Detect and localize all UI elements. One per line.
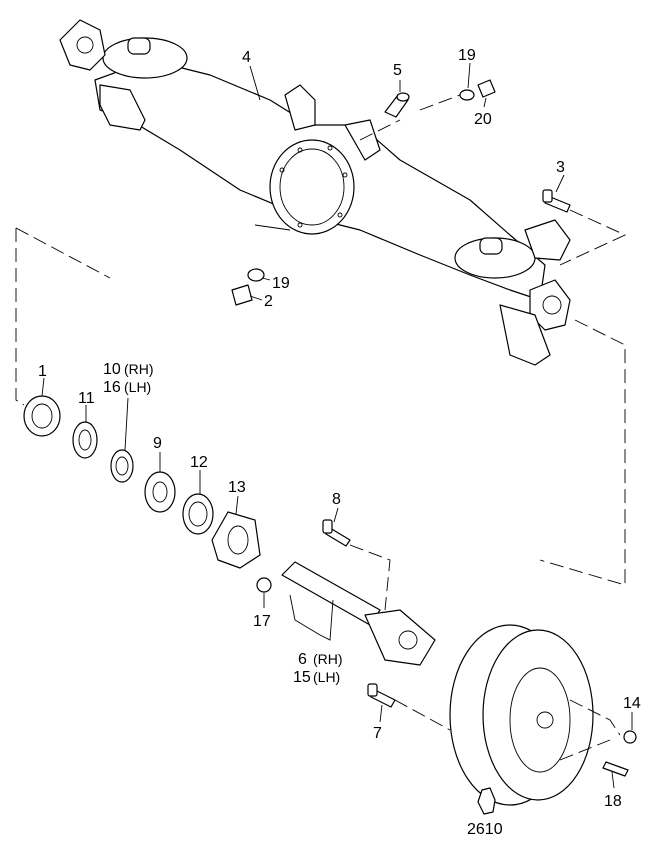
label-part-15-side: (LH) bbox=[313, 669, 340, 685]
part-number-labels: 4 5 19 20 3 19 2 1 11 10 (RH) 16 (LH) 9 … bbox=[38, 47, 641, 838]
callout-leaders bbox=[41, 62, 633, 789]
axle-housing bbox=[59, 19, 571, 366]
label-part-11: 11 bbox=[78, 390, 95, 407]
drain-plug bbox=[231, 268, 265, 306]
bolt-8 bbox=[322, 519, 351, 547]
bolt-18 bbox=[602, 761, 629, 777]
label-part-6: 6 bbox=[298, 651, 307, 668]
label-part-1: 1 bbox=[38, 363, 47, 380]
label-part-10-side: (RH) bbox=[124, 361, 154, 377]
label-part-12: 12 bbox=[190, 454, 208, 471]
label-part-3: 3 bbox=[556, 159, 565, 176]
breather-plug bbox=[384, 92, 410, 118]
axle-shaft bbox=[281, 561, 436, 666]
label-part-9: 9 bbox=[153, 435, 162, 452]
label-part-18: 18 bbox=[604, 793, 622, 810]
label-part-15: 15 bbox=[293, 669, 311, 686]
nut-14 bbox=[623, 730, 637, 744]
nut-17 bbox=[256, 577, 272, 593]
bearing bbox=[144, 471, 176, 513]
lock-nut bbox=[110, 449, 134, 483]
bearing-retainer bbox=[211, 511, 261, 569]
brake-drum bbox=[449, 624, 594, 806]
label-part-16: 16 bbox=[103, 379, 121, 396]
label-part-7: 7 bbox=[373, 725, 382, 742]
label-part-16-side: (LH) bbox=[124, 379, 151, 395]
label-part-10: 10 bbox=[103, 361, 121, 378]
label-part-2: 2 bbox=[264, 293, 273, 310]
label-part-14: 14 bbox=[623, 695, 641, 712]
label-part-19a: 19 bbox=[458, 47, 476, 64]
bolt-3 bbox=[542, 189, 571, 213]
seal-12 bbox=[182, 493, 214, 535]
pointer-hand-icon bbox=[477, 787, 496, 815]
bolt-7 bbox=[367, 683, 396, 708]
label-part-20: 20 bbox=[474, 111, 492, 128]
label-part-19b: 19 bbox=[272, 275, 290, 292]
figure-code: 2610 bbox=[467, 821, 503, 838]
label-part-8: 8 bbox=[332, 491, 341, 508]
label-part-4: 4 bbox=[242, 49, 251, 66]
lock-washer bbox=[72, 421, 98, 459]
label-part-6-side: (RH) bbox=[313, 651, 343, 667]
label-part-5: 5 bbox=[393, 62, 402, 79]
oil-seal bbox=[23, 395, 61, 437]
label-part-13: 13 bbox=[228, 479, 246, 496]
label-part-17: 17 bbox=[253, 613, 271, 630]
assembly-lines bbox=[15, 94, 627, 761]
bolt-washer-top bbox=[459, 79, 496, 101]
